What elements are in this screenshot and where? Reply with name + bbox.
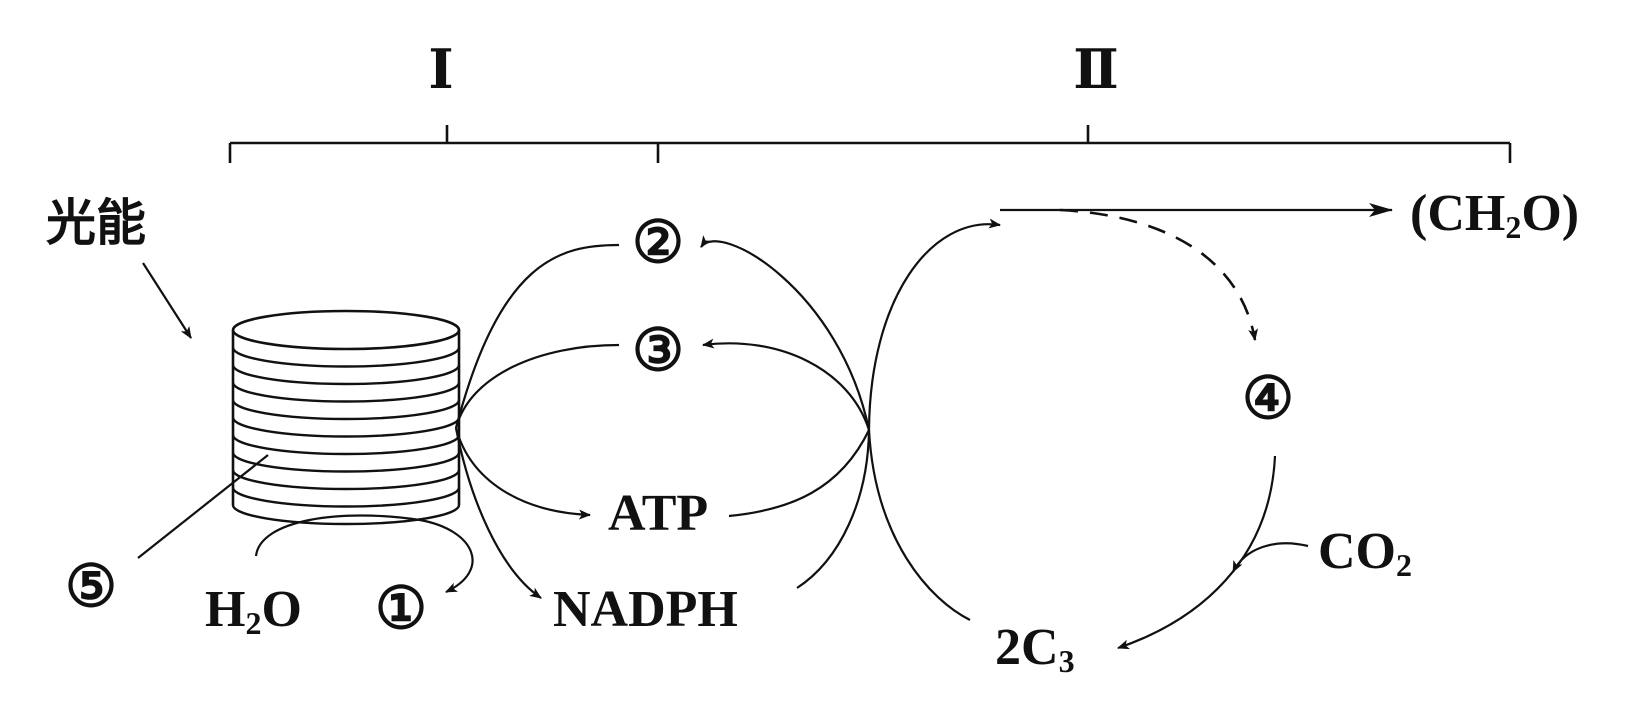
marker-5-pointer	[137, 454, 269, 559]
stage-2-label: Ⅱ	[1073, 40, 1119, 100]
marker-5: ⑤	[65, 554, 117, 619]
marker-1: ①	[375, 576, 427, 641]
grana-layer	[231, 347, 461, 368]
h2o-tail: O	[261, 581, 301, 638]
light-energy-label: 光能	[46, 195, 146, 251]
lobe-upper-left	[454, 243, 620, 429]
co2-label: CO2	[1318, 523, 1412, 583]
grana-layer	[231, 434, 461, 456]
arrow-to-nadph	[454, 427, 542, 599]
nadph-return	[796, 429, 871, 589]
arrow-to-marker-3	[702, 338, 871, 431]
grana-layer	[231, 364, 461, 386]
c3-subscript: 3	[1059, 643, 1075, 679]
ch2o-tail: O)	[1521, 185, 1579, 242]
cycle-to-top-arrow	[867, 218, 1001, 431]
ch2o-label: (CH2O)	[1410, 185, 1579, 245]
atp-label: ATP	[608, 485, 708, 542]
grana-layer	[231, 504, 461, 526]
grana-top-disc	[231, 309, 461, 351]
marker-2: ②	[632, 210, 684, 275]
grana-layer	[231, 382, 461, 403]
ch2o-subscript: 2	[1505, 209, 1521, 245]
atp-return	[728, 429, 870, 518]
grana-layer	[231, 399, 461, 421]
grana-layer	[231, 469, 461, 491]
water-splitting-arrow	[254, 514, 474, 593]
marker-3: ③	[632, 318, 684, 383]
arrow-to-atp	[454, 427, 591, 520]
dashed-arrow-to-marker-4	[1059, 208, 1259, 341]
arrow-to-2c3	[1117, 455, 1277, 650]
marker-4: ④	[1242, 366, 1294, 431]
light-arrow	[142, 262, 192, 339]
co2-subscript: 2	[1396, 547, 1412, 583]
grana-layer	[231, 452, 461, 473]
co2-input-arrow	[1232, 542, 1309, 573]
h2o-base: H	[205, 581, 245, 638]
cycle-bottom-left	[867, 429, 971, 621]
c3-label: 2C3	[995, 619, 1075, 679]
c3-base: 2C	[995, 619, 1059, 676]
grana-stack	[231, 309, 461, 526]
h2o-label: H2O	[205, 581, 302, 641]
stage-1-label: Ⅰ	[428, 40, 453, 100]
stage-bracket	[228, 125, 1512, 163]
lobe-mid-left	[454, 343, 620, 429]
ch2o-base: (CH	[1410, 185, 1505, 242]
h2o-subscript: 2	[245, 605, 261, 641]
grana-layer	[231, 487, 461, 508]
grana-layer	[231, 417, 461, 438]
nadph-label: NADPH	[553, 581, 738, 638]
arrow-to-marker-2	[700, 235, 871, 431]
co2-base: CO	[1318, 523, 1396, 580]
